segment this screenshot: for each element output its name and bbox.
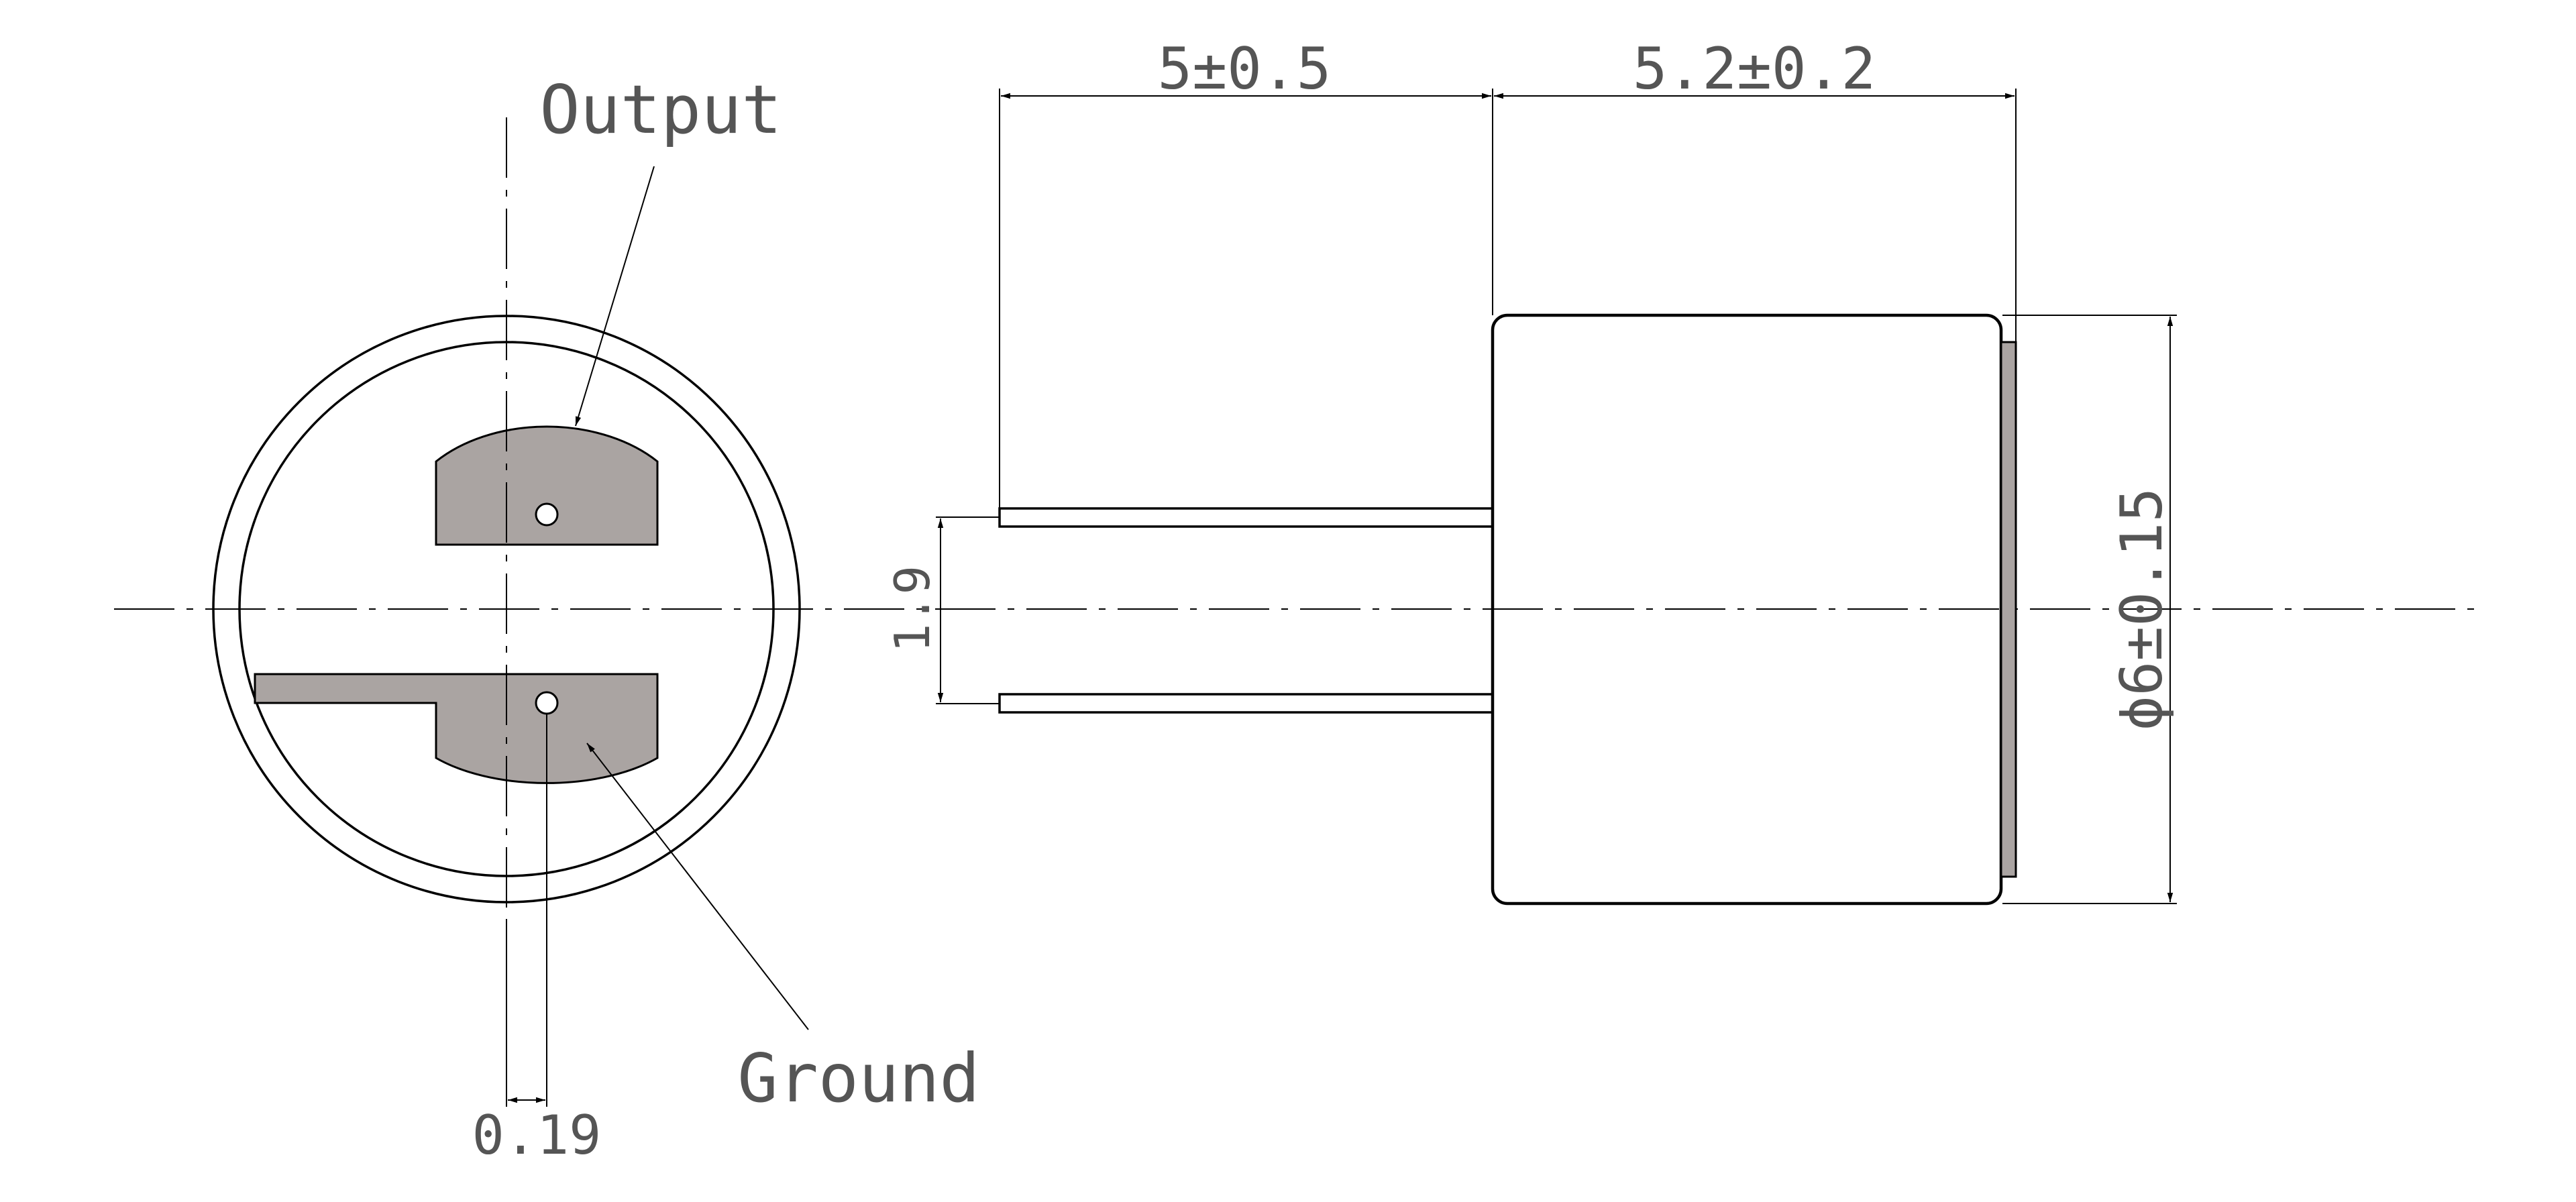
ground-pad (254, 673, 659, 784)
offset-dimension-text: 0.19 (472, 1104, 602, 1166)
pin-spacing-text: 1.9 (884, 565, 941, 653)
ground-leader (586, 743, 809, 1030)
output-label: Output (539, 70, 782, 149)
front-cap (2000, 341, 2017, 878)
front-view: 0.19 Output Ground (212, 70, 980, 1166)
output-pad (435, 425, 659, 546)
pin-top (998, 507, 1494, 528)
output-pin-hole (535, 502, 559, 527)
diameter-text: ϕ6±0.15 (2108, 488, 2176, 730)
body-length-text: 5.2±0.2 (1633, 36, 1876, 103)
pin-length-text: 5±0.5 (1158, 36, 1332, 103)
pin-bottom (998, 693, 1494, 714)
ground-pin-hole (535, 691, 559, 715)
side-view: 5±0.5 5.2±0.2 1.9 ϕ6±0.15 (884, 36, 2177, 906)
output-leader (575, 166, 655, 427)
ground-label: Ground (737, 1039, 979, 1117)
